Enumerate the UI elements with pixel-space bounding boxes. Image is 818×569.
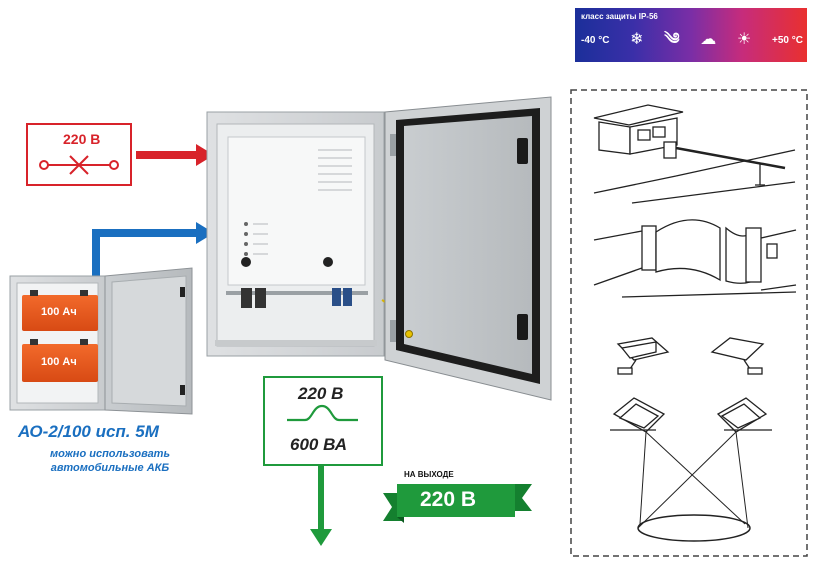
output-power-label: 600 ВА [290,435,347,454]
battery-top-label: 100 Ач [41,306,77,318]
ups-panel [227,136,366,286]
output-box [263,376,383,466]
output-arrow [310,465,332,546]
output-badge-voltage: 220 В [420,488,477,511]
battery-note-line2: автомобильные АКБ [50,462,170,474]
temp-min-label: -40 °C [581,34,610,46]
output-voltage-label: 220 В [298,384,344,403]
applications-panel [570,89,808,557]
input-box [26,123,132,186]
ip-class-title: класс защиты IP-56 [581,12,658,21]
battery-arrow [92,222,214,289]
snowflake-icon: ❄ [630,31,644,48]
output-badge [383,473,532,523]
ip-protection-banner: класс защиты IP-56 -40 °C ❄ ༄ ☁ ☀ +50 °C [575,8,807,62]
battery-cabinet [9,267,193,415]
ip-conditions-row: -40 °C ❄ ༄ ☁ ☀ +50 °C [581,32,803,48]
main-cabinet [206,111,396,357]
wind-icon: ༄ [664,31,680,48]
floodlight-illustration [610,397,772,542]
barrier-booth-illustration [593,104,796,204]
output-badge-caption: НА ВЫХОДЕ [404,470,454,479]
battery-top [22,295,98,331]
battery-bottom-label: 100 Ач [41,356,77,368]
input-voltage-label: 220 В [63,131,101,147]
temp-max-label: +50 °C [772,34,803,46]
input-arrow [136,144,214,166]
sun-icon: ☀ [736,31,752,48]
main-cabinet-door [384,96,552,401]
cctv-illustration [616,337,765,375]
rain-cloud-icon: ☁ [700,31,717,48]
battery-note: можно использовать автомобильные АКБ [20,447,200,475]
battery-bottom [22,344,98,382]
battery-note-line1: можно использовать [50,448,170,460]
model-label: АО-2/100 исп. 5М [18,422,159,441]
gate-illustration [593,219,797,298]
